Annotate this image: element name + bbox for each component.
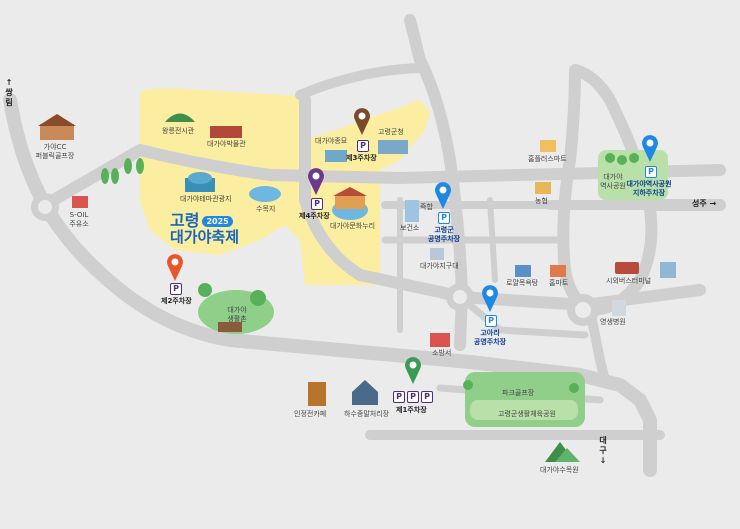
parking-sign-1c: P	[421, 391, 433, 403]
label-pond: 수목지	[256, 205, 276, 213]
label-sewage: 하수종말처리장	[344, 410, 390, 418]
label-gaya-cc: 가야CC 퍼블릭골프장	[35, 143, 75, 160]
parking-sign-county: P	[438, 212, 450, 224]
festival-title-line2: 대가야축제	[170, 228, 240, 246]
label-culture-center: 대가야문화누리	[330, 222, 376, 230]
parking-label-2: 제2주차장	[161, 297, 192, 305]
label-mountain: 대가야수목원	[540, 466, 579, 474]
label-school: 대가야종묘	[315, 137, 348, 145]
label-living-forest: 대가야 생활촌	[227, 306, 247, 323]
direction-east: 성주 →	[692, 199, 717, 208]
tree-cluster	[101, 153, 639, 393]
label-nonghyup: 농협	[535, 197, 548, 205]
label-county-office: 고령군청	[378, 128, 404, 136]
parking-label-4: 제4주차장	[299, 212, 330, 220]
parking-sign-1a: P	[393, 391, 405, 403]
parking-pin-county[interactable]	[433, 180, 453, 210]
label-gu-office: 대가야지구대	[420, 262, 459, 270]
label-bus-terminal: 시외버스터미널	[606, 277, 652, 285]
parking-pin-3[interactable]	[352, 106, 372, 136]
label-sports-park: 고령군생활체육공원	[498, 410, 556, 418]
label-park-golf: 파크골프장	[502, 389, 535, 397]
festival-title-line1: 고령	[170, 211, 200, 230]
parking-pin-4[interactable]	[306, 166, 326, 196]
parking-label-1: 제1주차장	[396, 406, 427, 414]
label-history-park: 대가야 역사공원	[600, 173, 626, 190]
label-homemart: 홈마트	[549, 279, 569, 287]
parking-sign-1b: P	[407, 391, 419, 403]
label-gym: 인정전카페	[294, 410, 327, 418]
parking-label-3: 제3주차장	[346, 154, 377, 162]
parking-sign-3: P	[357, 140, 369, 152]
parking-sign-2: P	[170, 283, 182, 295]
label-soil: S-OIL 주유소	[69, 211, 89, 228]
parking-sign-goari: P	[485, 315, 497, 327]
pond-shape	[249, 186, 281, 202]
parking-pin-goari[interactable]	[480, 283, 500, 313]
royal-tomb	[165, 113, 195, 122]
label-jeuk-bo: 즉합	[420, 203, 433, 211]
parking-pin-2[interactable]	[165, 252, 185, 282]
road-network	[3, 14, 726, 477]
label-fire-station: 소방서	[432, 349, 452, 357]
label-museum: 대가야박물관	[207, 140, 246, 148]
parking-sign-history: P	[645, 166, 657, 178]
parking-label-history: 대가야역사공원 지하주차장	[626, 180, 672, 197]
parking-pin-history[interactable]	[640, 133, 660, 163]
label-e-mart: 홈플러스마트	[528, 155, 567, 163]
label-jisan-hall: 왕릉전시관	[162, 127, 195, 135]
label-post-office: 로얄목욕탕	[506, 279, 539, 287]
festival-year-badge: 2025	[202, 216, 233, 227]
parking-label-county: 고령군 공영주차장	[427, 226, 461, 243]
building-shapes	[38, 114, 676, 406]
direction-north: ↑쌍림	[5, 78, 13, 107]
parking-pin-1[interactable]	[403, 355, 423, 385]
direction-south: 대구↓	[599, 436, 607, 465]
history-park-area	[598, 150, 668, 200]
parking-sign-4: P	[311, 198, 323, 210]
label-health: 보건소	[400, 224, 420, 232]
label-hospital: 영생병원	[600, 318, 626, 326]
parking-label-goari: 고아리 공영주차장	[473, 329, 507, 346]
label-theme-park: 대가야테마관광지	[180, 195, 232, 203]
